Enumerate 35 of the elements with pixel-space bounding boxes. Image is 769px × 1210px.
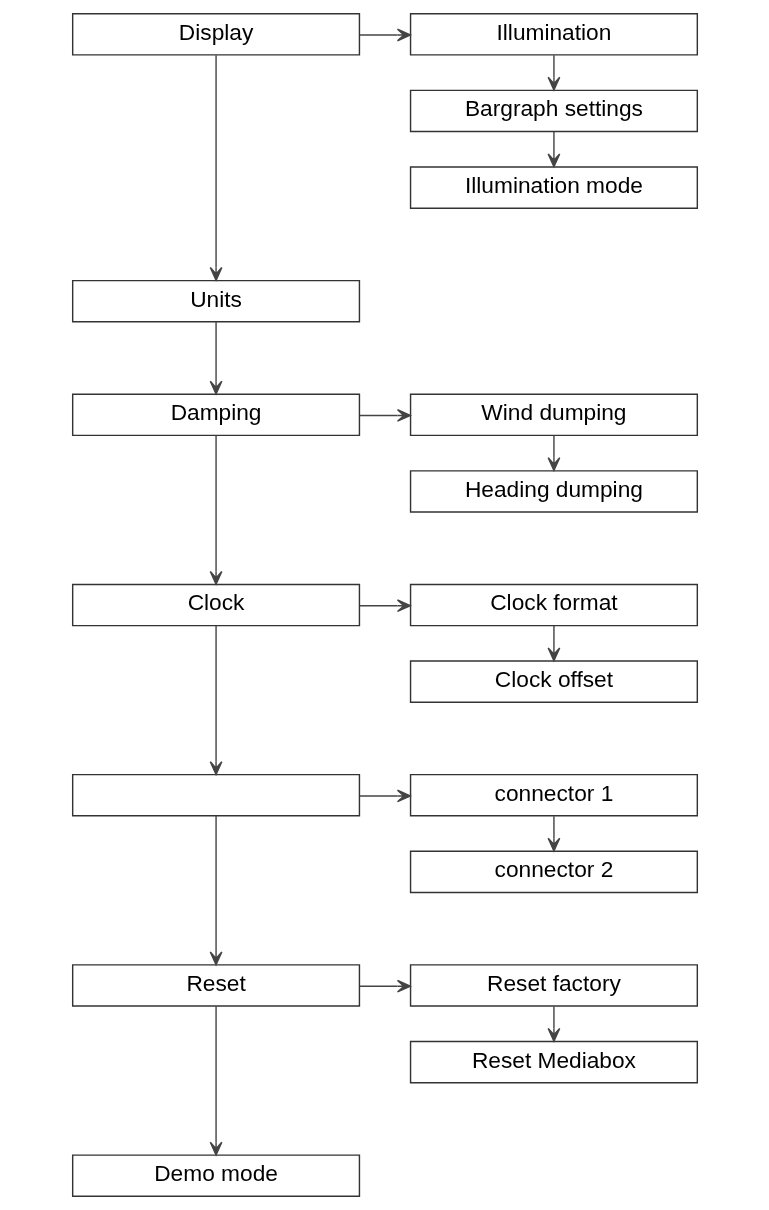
arrow [209,321,222,395]
node-box: Clock format [409,583,698,627]
node-box: Illumination mode [409,166,698,209]
node-box: Demo mode [71,1154,360,1197]
arrow [358,409,411,422]
node-box: Reset factory [409,964,698,1007]
arrow [547,131,560,168]
arrow [547,1005,560,1042]
arrow [547,54,560,91]
arrow [209,625,222,776]
node-box: Units [71,279,360,323]
arrow [358,979,411,993]
arrow [209,1005,222,1156]
node-box: Reset Mediabox [409,1040,698,1084]
node-box: Clock [71,583,360,627]
arrow [209,434,222,585]
arrow [358,599,411,613]
node-box: Illumination [409,13,698,56]
node-box: connector 1 [409,773,698,817]
node-box: Reset [71,964,360,1007]
node-box: Heading dumping [409,470,698,513]
arrow [358,789,411,803]
arrow [209,815,222,966]
node-box: Display [71,13,360,56]
node-box: Clock offset [409,660,698,703]
arrow [547,625,560,662]
node-box: Bargraph settings [409,89,698,133]
arrow [358,28,411,42]
node-box: Wind dumping [409,393,698,437]
arrow [547,815,560,852]
node-box [71,773,360,817]
arrow [209,54,222,282]
arrow [547,435,560,472]
node-box: Damping [71,393,360,437]
node-box: connector 2 [409,850,698,894]
